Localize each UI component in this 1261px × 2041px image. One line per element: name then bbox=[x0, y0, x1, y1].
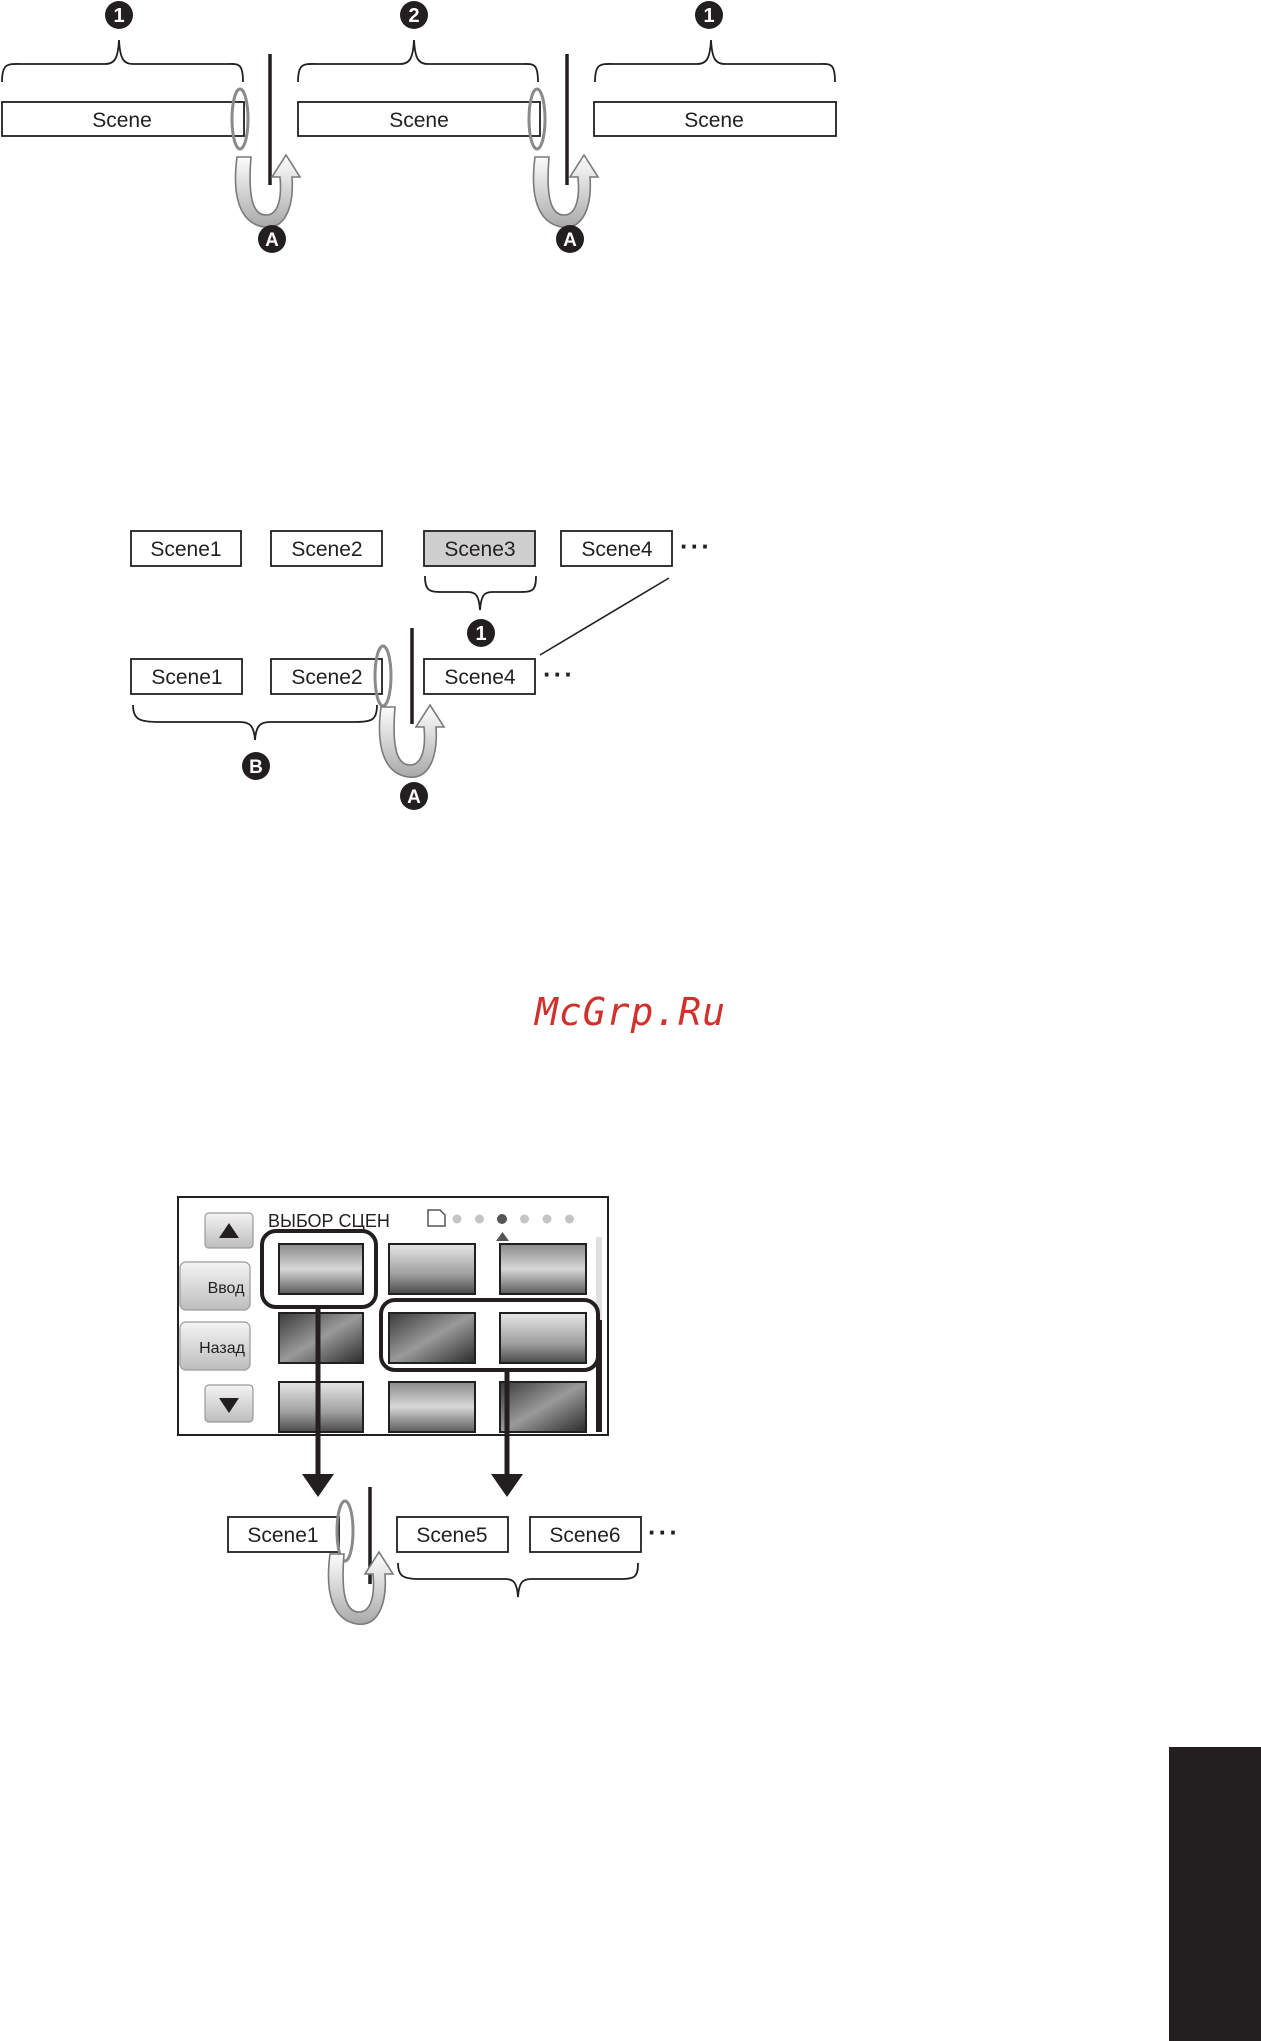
scene-box-left-label: Scene bbox=[92, 109, 152, 132]
point-marker-a-1: A bbox=[258, 225, 286, 253]
back-button[interactable]: Назад bbox=[180, 1322, 250, 1370]
page-dot-current bbox=[497, 1214, 507, 1224]
bracket-marker-2: 2 bbox=[400, 1, 428, 29]
selected-marker-1: 1 bbox=[467, 619, 495, 647]
figure-1: 1 2 1 Scene Scene Scene bbox=[2, 1, 836, 253]
enter-button[interactable]: Ввод bbox=[180, 1262, 250, 1310]
scene-box-middle-label: Scene bbox=[389, 109, 449, 132]
top-scene-1-label: Scene1 bbox=[150, 538, 221, 561]
svg-text:B: B bbox=[249, 757, 263, 778]
back-button-label: Назад bbox=[199, 1340, 246, 1357]
bottom-scene-2-label: Scene2 bbox=[291, 666, 362, 689]
top-row-ellipsis: ··· bbox=[680, 531, 712, 561]
figure-3: ВЫБОР СЦЕН Ввод Назад bbox=[178, 1197, 680, 1624]
top-scene-3-label: Scene3 bbox=[444, 538, 515, 561]
top-scene-4-label: Scene4 bbox=[581, 538, 653, 561]
group-brace bbox=[133, 705, 377, 740]
thumbnail-9[interactable] bbox=[500, 1382, 586, 1432]
page-dot bbox=[543, 1215, 552, 1224]
enter-button-label: Ввод bbox=[208, 1280, 246, 1297]
svg-text:1: 1 bbox=[703, 5, 714, 27]
selected-scene-brace bbox=[425, 576, 536, 610]
result-group-brace bbox=[398, 1563, 638, 1597]
thumbnail-1[interactable] bbox=[279, 1244, 363, 1294]
thumbnail-5[interactable] bbox=[389, 1313, 475, 1363]
thumbnail-7[interactable] bbox=[279, 1382, 363, 1432]
svg-text:A: A bbox=[407, 787, 421, 808]
result-scene-6-label: Scene6 bbox=[549, 1524, 620, 1547]
scroll-up-button[interactable] bbox=[205, 1213, 253, 1248]
scene-box-right-label: Scene bbox=[684, 109, 744, 132]
svg-text:2: 2 bbox=[408, 5, 419, 27]
point-marker-a-2: A bbox=[556, 225, 584, 253]
scroll-down-button[interactable] bbox=[205, 1385, 253, 1422]
figure-2: Scene1 Scene2 Scene3 Scene4 ··· 1 Scene1… bbox=[131, 531, 712, 810]
result-scene-5-label: Scene5 bbox=[416, 1524, 487, 1547]
page-dot bbox=[453, 1215, 462, 1224]
bracket-marker-1-left: 1 bbox=[105, 1, 133, 29]
result-scene-1-label: Scene1 bbox=[247, 1524, 318, 1547]
thumbnail-2[interactable] bbox=[389, 1244, 475, 1294]
bottom-scene-1-label: Scene1 bbox=[151, 666, 222, 689]
bottom-scene-4-label: Scene4 bbox=[444, 666, 516, 689]
thumbnail-8[interactable] bbox=[389, 1382, 475, 1432]
screen-title: ВЫБОР СЦЕН bbox=[268, 1211, 390, 1231]
svg-text:1: 1 bbox=[113, 5, 124, 27]
jump-arrow-1 bbox=[235, 155, 300, 227]
thumbnail-6[interactable] bbox=[500, 1313, 586, 1363]
bracket-marker-1-right: 1 bbox=[695, 1, 723, 29]
svg-text:A: A bbox=[563, 230, 577, 251]
page-dot bbox=[520, 1215, 529, 1224]
bottom-row-ellipsis: ··· bbox=[543, 659, 575, 689]
brace-scene-left bbox=[2, 40, 243, 82]
figure3-jump-arrow bbox=[328, 1552, 393, 1624]
page-dot bbox=[565, 1215, 574, 1224]
result-row-ellipsis: ··· bbox=[648, 1517, 680, 1547]
page-dot bbox=[475, 1215, 484, 1224]
top-scene-2-label: Scene2 bbox=[291, 538, 362, 561]
page-icon bbox=[428, 1210, 445, 1226]
watermark-text: McGrp.Ru bbox=[0, 990, 1261, 1034]
svg-text:1: 1 bbox=[475, 623, 486, 645]
brace-scene-right bbox=[595, 40, 835, 82]
thumbnail-4[interactable] bbox=[279, 1313, 363, 1363]
brace-scene-middle bbox=[298, 40, 538, 82]
group-marker-b: B bbox=[242, 752, 270, 780]
svg-text:A: A bbox=[265, 230, 279, 251]
figure2-point-marker-a: A bbox=[400, 782, 428, 810]
scene4-connector-line bbox=[540, 578, 669, 655]
thumbnail-3[interactable] bbox=[500, 1244, 586, 1294]
section-side-tab bbox=[1169, 1747, 1261, 2041]
